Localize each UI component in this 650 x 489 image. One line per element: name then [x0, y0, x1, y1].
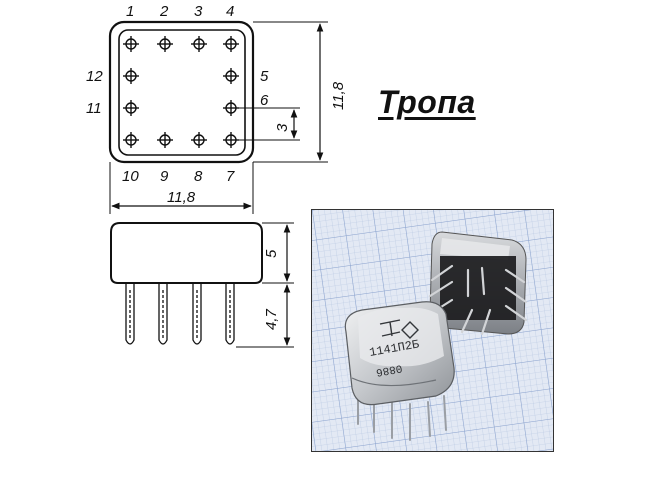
- photo-illustration: 1141П2Б 0886: [312, 210, 553, 451]
- manufacturer-logo-icon: [379, 319, 419, 339]
- pin-label: 12: [86, 68, 103, 85]
- pin-length-label: 4,7: [263, 308, 280, 330]
- marking-line-2: 0886: [375, 361, 403, 377]
- pin-label: 9: [160, 168, 169, 185]
- pin-pad: [123, 132, 139, 148]
- top-view: [108, 20, 328, 214]
- side-body-outline: [110, 222, 263, 284]
- pin-pad: [157, 132, 173, 148]
- pin-label: 6: [260, 92, 269, 109]
- pin-pitch-label: 3: [274, 123, 291, 132]
- pin-label: 11: [86, 100, 102, 117]
- component-photo: 1141П2Б 0886: [311, 209, 554, 452]
- pin-label: 8: [194, 168, 203, 185]
- pin-pad: [223, 68, 239, 84]
- pin-pad: [123, 36, 139, 52]
- side-view: [110, 222, 294, 348]
- pin-label: 4: [226, 3, 234, 20]
- pin-label: 5: [260, 68, 269, 85]
- pin-pad: [123, 68, 139, 84]
- pin-pad: [191, 132, 207, 148]
- pin-label: 7: [226, 168, 235, 185]
- front-component: 1141П2Б 0886: [344, 301, 455, 441]
- pin-pad: [123, 100, 139, 116]
- body-height-label: 5: [263, 249, 280, 258]
- component-title: Тропа: [378, 84, 476, 120]
- pin-label: 10: [122, 168, 139, 185]
- pin-pad: [157, 36, 173, 52]
- back-component: [428, 231, 528, 336]
- pin-labels: 1 2 3 4 12 11 5 6 10 9 8 7: [86, 3, 269, 185]
- pin-label: 1: [126, 3, 134, 20]
- package-outline-inner: [118, 29, 246, 156]
- pin-label: 2: [159, 3, 169, 20]
- height-dimension-label: 11,8: [330, 81, 347, 110]
- width-dimension-label: 11,8: [167, 189, 196, 206]
- package-outline-outer: [108, 20, 255, 164]
- pin-pad: [191, 36, 207, 52]
- pin-pads: [123, 36, 239, 148]
- side-leads: [125, 283, 235, 345]
- pin-label: 3: [194, 3, 203, 20]
- pin-pad: [223, 36, 239, 52]
